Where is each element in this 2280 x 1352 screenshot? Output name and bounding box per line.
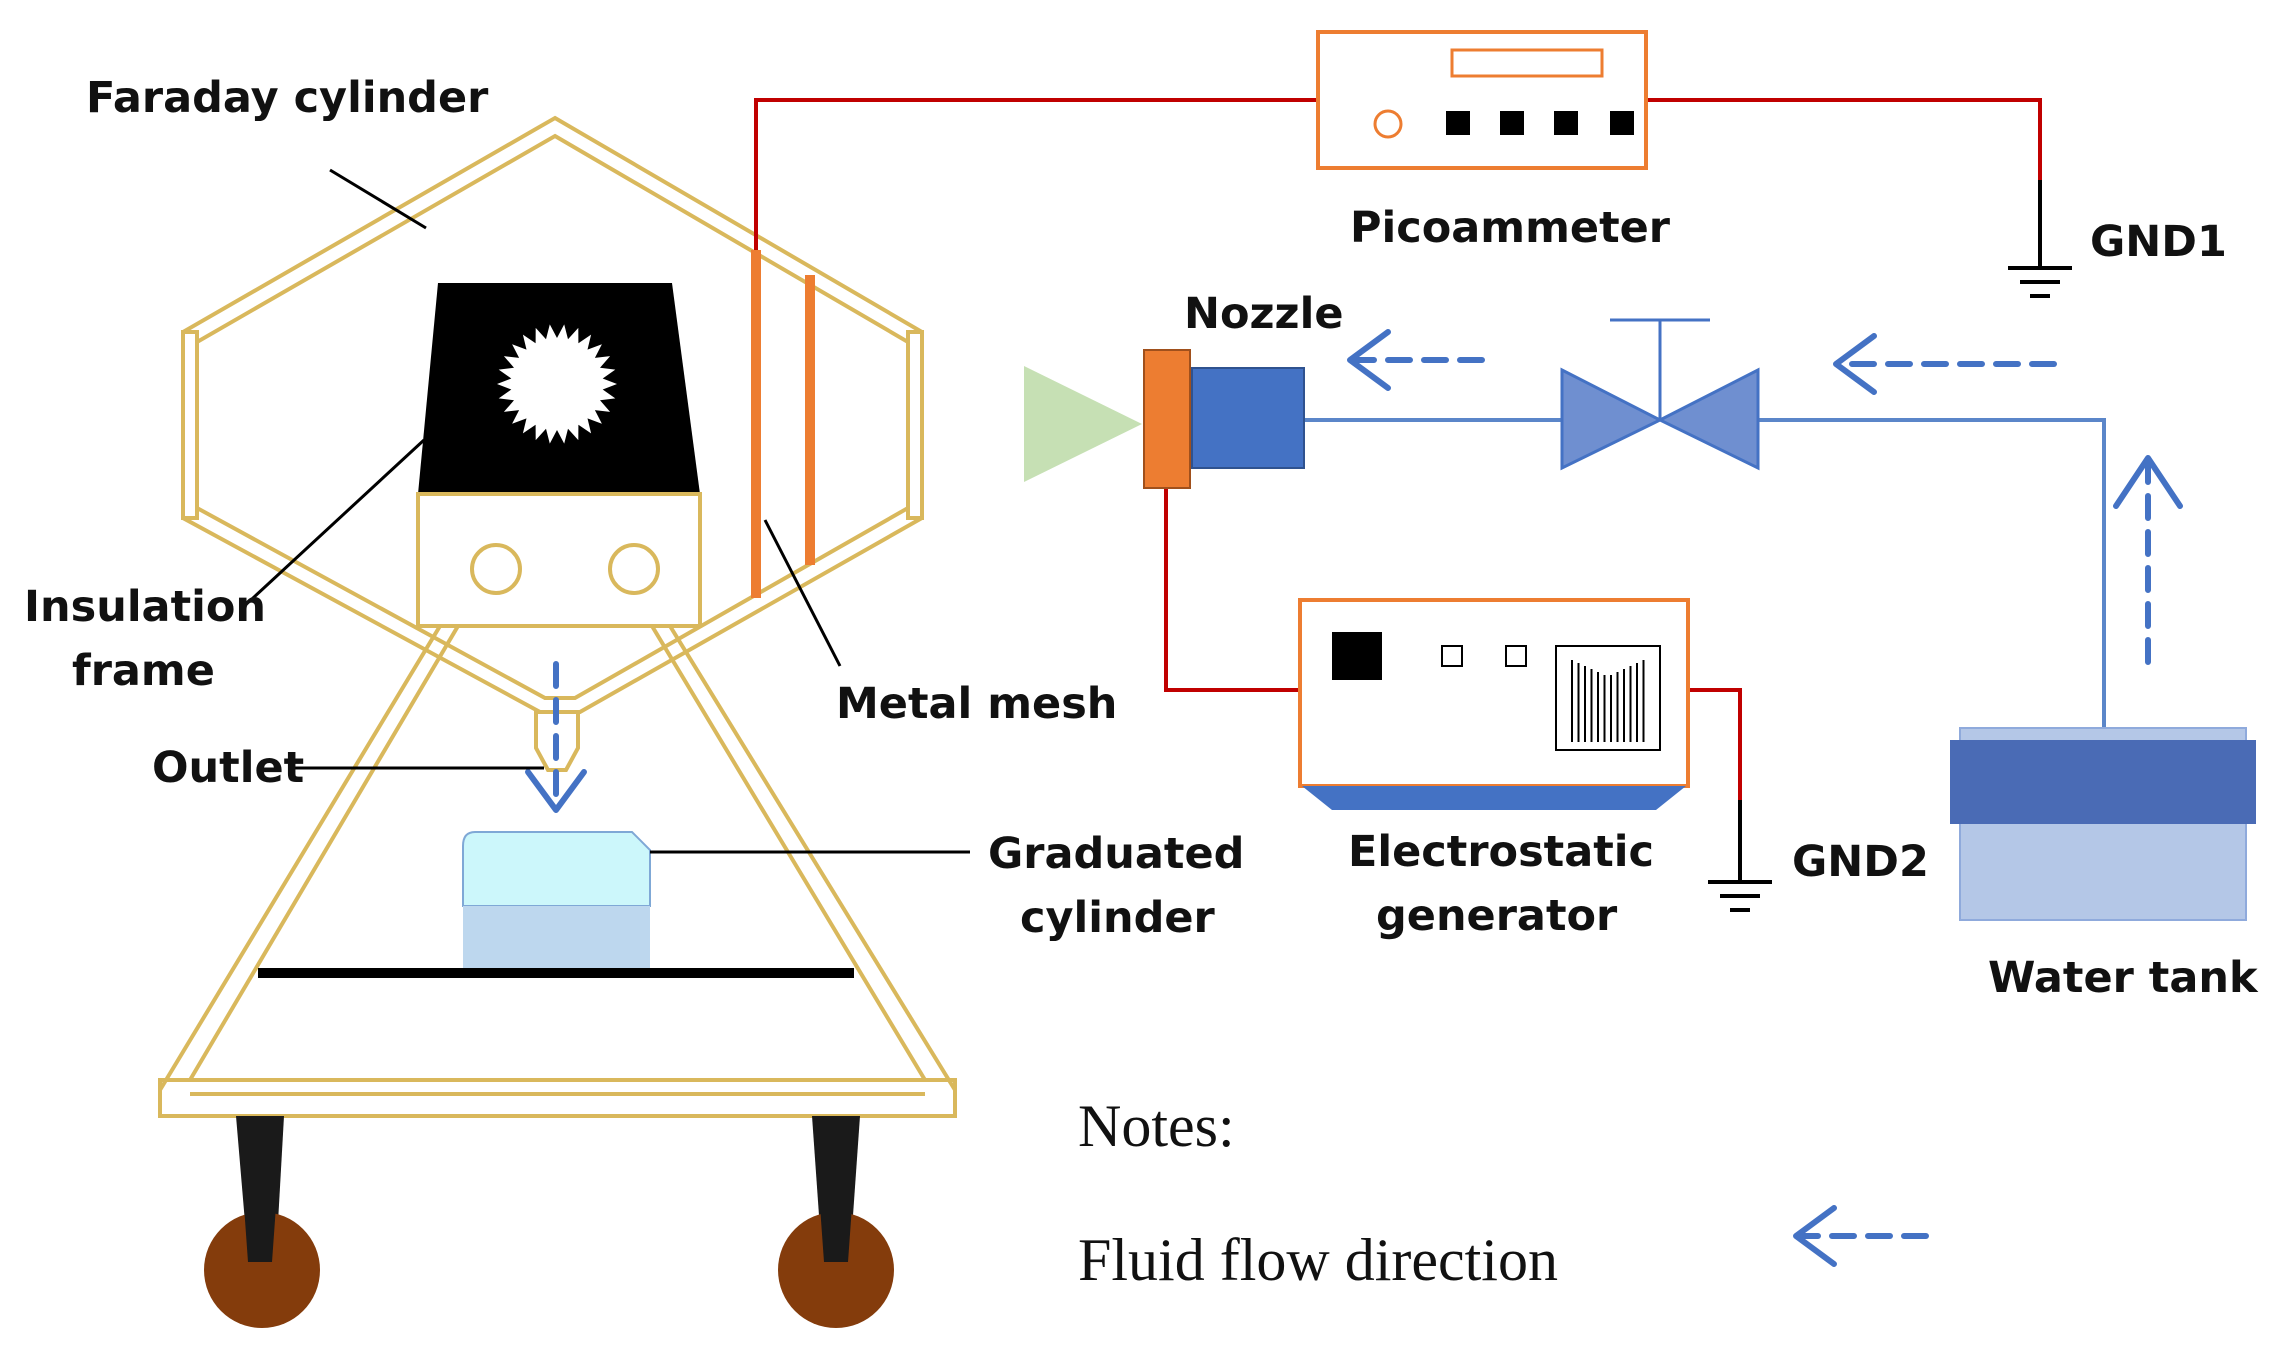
notes-fluid-flow-direction: Fluid flow direction (1078, 1227, 1558, 1293)
flow-arrow-tank-head (2113, 455, 2183, 509)
ground-symbol-gnd1-icon (2008, 266, 2072, 298)
spark-star-icon (497, 324, 617, 444)
picoammeter-button-2 (1500, 111, 1524, 135)
wire-picoammeter-to-gnd1 (1646, 98, 2042, 180)
flow-arrow-outlet-head (525, 769, 587, 813)
metal-mesh (751, 250, 815, 598)
generator-base (1302, 786, 1686, 810)
insulation-base-knob-left (470, 543, 522, 595)
nozzle-tip (1143, 349, 1191, 489)
casters (204, 1116, 894, 1328)
ground-symbol-gnd2-icon (1708, 880, 1772, 912)
wire-nozzle-to-generator (1164, 488, 1300, 692)
cylinder-lower (463, 906, 650, 968)
generator-power-button (1332, 632, 1382, 680)
tank-lid (1950, 740, 2256, 824)
signal-wires (754, 98, 2042, 800)
hexagon-cap-left (181, 330, 199, 520)
label-water-tank: Water tank (1988, 953, 2259, 1003)
graduated-cylinder (462, 831, 651, 968)
flow-arrows (525, 329, 2183, 1267)
picoammeter-knob (1373, 109, 1403, 139)
label-faraday-cylinder: Faraday cylinder (86, 73, 489, 123)
generator-switch-1 (1441, 645, 1463, 667)
leader-faraday-cylinder (329, 168, 427, 230)
label-gnd1: GND1 (2090, 217, 2227, 267)
wire-mesh-to-picoammeter (754, 98, 1318, 250)
label-insulation-frame-line1: Insulation (24, 582, 266, 632)
valve (1560, 318, 1760, 471)
notes-title: Notes: (1078, 1093, 1235, 1159)
picoammeter-body (1316, 30, 1648, 170)
insulation-base-knob-right (608, 543, 660, 595)
insulation-frame (416, 283, 702, 628)
metal-mesh-bar-2 (805, 275, 815, 565)
pipe-valve-to-tank (1758, 418, 2106, 736)
generator-switch-2 (1505, 645, 1527, 667)
label-electrostatic-generator-line2: generator (1376, 891, 1618, 941)
label-electrostatic-generator-line1: Electrostatic (1348, 827, 1654, 877)
label-outlet: Outlet (152, 743, 304, 793)
leader-metal-mesh (763, 519, 842, 667)
support-frame (158, 624, 957, 1118)
table-top (158, 1078, 957, 1118)
water-tank (1950, 727, 2256, 921)
spray-cone (1024, 366, 1142, 482)
generator-grille-lines (1571, 660, 1645, 742)
caster-right-front (816, 1150, 856, 1262)
wheel-left (204, 1212, 320, 1328)
caster-left-front (240, 1150, 280, 1262)
label-metal-mesh: Metal mesh (836, 679, 1117, 729)
legend-arrow-head (1793, 1205, 1837, 1267)
flow-arrow-valve-head (1833, 333, 1877, 395)
nozzle (1024, 349, 1305, 489)
cylinder-upper (462, 831, 651, 907)
metal-mesh-bar-1 (751, 250, 761, 598)
label-gnd2: GND2 (1792, 837, 1929, 887)
picoammeter-button-3 (1554, 111, 1578, 135)
leg-left-inner (188, 624, 460, 1082)
leg-right-outer (668, 624, 957, 1092)
flow-arrow-nozzle-head (1347, 329, 1391, 391)
picoammeter-button-4 (1610, 111, 1634, 135)
label-graduated-cylinder-line2: cylinder (1020, 893, 1216, 943)
picoammeter (1316, 30, 1648, 170)
water-pipe (1304, 418, 2106, 736)
valve-right (1656, 367, 1760, 471)
label-picoammeter: Picoammeter (1350, 203, 1671, 253)
wire-generator-to-gnd2 (1688, 688, 1742, 800)
shelf (258, 968, 854, 978)
leg-left-outer (158, 624, 442, 1092)
wheel-right (778, 1212, 894, 1328)
insulation-base (416, 492, 702, 628)
picoammeter-display (1450, 48, 1604, 78)
leader-insulation-frame (238, 438, 426, 612)
label-nozzle: Nozzle (1184, 289, 1344, 339)
picoammeter-button-1 (1446, 111, 1470, 135)
label-graduated-cylinder-line1: Graduated (988, 829, 1244, 879)
valve-left (1560, 367, 1664, 471)
hexagon-cap-right (906, 330, 924, 520)
nozzle-body (1191, 367, 1305, 469)
label-insulation-frame-line2: frame (72, 646, 215, 696)
leader-lines (238, 168, 970, 854)
electrostatic-generator (1298, 598, 1690, 810)
